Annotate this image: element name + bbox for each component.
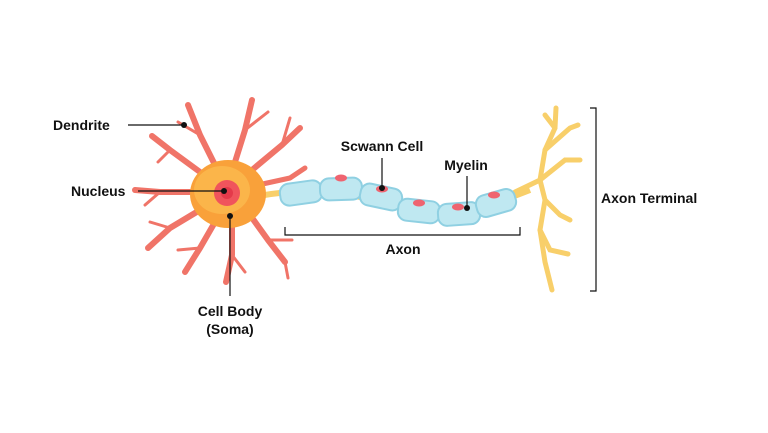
cell-body-leader-dot bbox=[227, 213, 233, 219]
dendrites bbox=[132, 97, 308, 285]
label-schwann-cell: Scwann Cell bbox=[341, 138, 423, 154]
schwann-nucleus bbox=[413, 199, 425, 207]
schwann-cell-leader-dot bbox=[379, 185, 385, 191]
label-cell-body: Cell Body bbox=[198, 303, 263, 319]
dendrite-leader-dot bbox=[181, 122, 187, 128]
label-soma: (Soma) bbox=[206, 321, 253, 337]
axon-terminal-branches bbox=[512, 105, 583, 293]
label-dendrite: Dendrite bbox=[53, 117, 110, 133]
nucleus-leader-dot bbox=[221, 188, 227, 194]
axon-terminal-bracket bbox=[590, 107, 597, 292]
myelin-segment bbox=[278, 179, 324, 207]
label-axon: Axon bbox=[386, 241, 421, 257]
label-axon-terminal: Axon Terminal bbox=[601, 190, 697, 206]
label-nucleus: Nucleus bbox=[71, 183, 126, 199]
schwann-nucleus bbox=[335, 174, 347, 182]
axon-bracket bbox=[284, 227, 521, 236]
schwann-nucleus bbox=[452, 203, 464, 211]
schwann-nucleus bbox=[488, 191, 500, 199]
myelin-leader-dot bbox=[464, 205, 470, 211]
label-myelin: Myelin bbox=[444, 157, 488, 173]
myelin-sheath bbox=[278, 176, 518, 227]
